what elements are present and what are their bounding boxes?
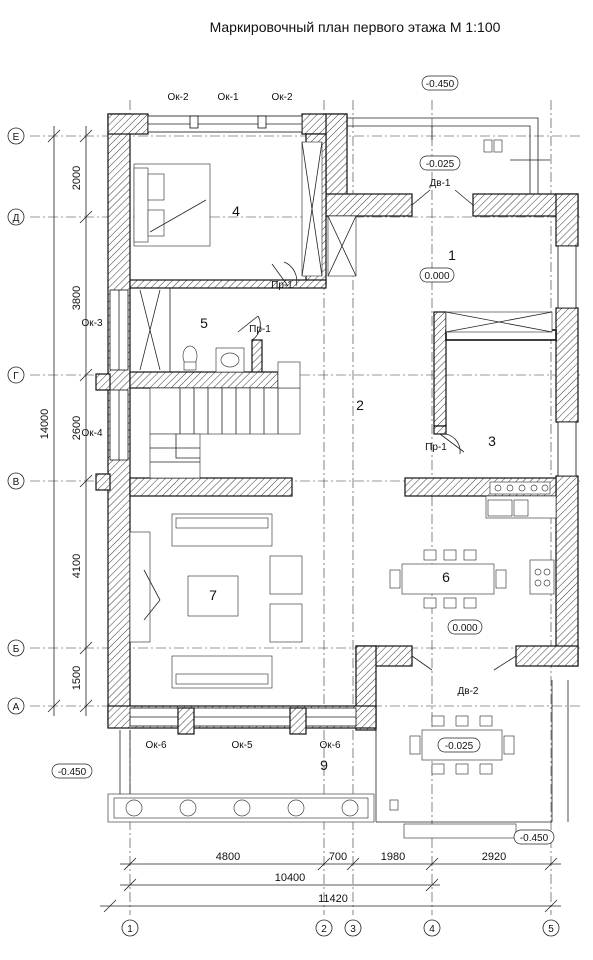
svg-text:10400: 10400 xyxy=(275,872,306,884)
toilet-icon xyxy=(182,345,198,371)
window-label-ok2-right: Ок-2 xyxy=(271,92,292,103)
window-label-ok2-left: Ок-2 xyxy=(167,92,188,103)
room-label-6: 6 xyxy=(442,569,450,585)
shower-partition xyxy=(139,288,171,372)
svg-text:14000: 14000 xyxy=(39,409,51,440)
svg-text:Д: Д xyxy=(13,213,20,224)
axis-marker-G: Г xyxy=(7,366,25,384)
plan-title: Маркировочный план первого этажа М 1:100 xyxy=(210,19,501,35)
level-mark-entry-porch: -0.025 xyxy=(419,155,461,171)
svg-text:1: 1 xyxy=(127,924,133,935)
svg-text:А: А xyxy=(13,702,20,713)
closet-niche xyxy=(327,215,357,277)
svg-text:Г: Г xyxy=(13,371,19,382)
axis-marker-1: 1 xyxy=(121,919,139,937)
svg-text:4100: 4100 xyxy=(71,554,83,578)
dining-table-icon xyxy=(389,549,507,609)
door-label-pr1-room3: Пр-1 xyxy=(425,442,447,453)
svg-text:-0.450: -0.450 xyxy=(520,833,549,844)
svg-text:1500: 1500 xyxy=(71,666,83,690)
staircase xyxy=(149,361,301,479)
svg-text:3: 3 xyxy=(350,924,356,935)
door-label-pr1-bedroom: Пр-1 xyxy=(271,280,293,291)
axis-marker-4: 4 xyxy=(423,919,441,937)
window-label-ok6-right: Ок-6 xyxy=(319,740,340,751)
svg-text:3800: 3800 xyxy=(71,286,83,310)
axis-marker-E: Е xyxy=(7,127,25,145)
svg-text:2000: 2000 xyxy=(71,166,83,190)
room-label-9: 9 xyxy=(320,757,328,773)
axis-marker-V: В xyxy=(7,472,25,490)
svg-text:-0.025: -0.025 xyxy=(445,741,474,752)
level-mark-room1: 0.000 xyxy=(419,267,455,283)
svg-text:5: 5 xyxy=(548,924,554,935)
svg-text:Е: Е xyxy=(13,132,20,143)
window-label-ok5: Ок-5 xyxy=(231,740,252,751)
wardrobe-room3 xyxy=(445,311,553,333)
window-label-ok6-left: Ок-6 xyxy=(145,740,166,751)
level-mark-top-outside: -0.450 xyxy=(421,75,459,91)
svg-text:-0.450: -0.450 xyxy=(58,767,87,778)
svg-text:4: 4 xyxy=(429,924,435,935)
svg-text:0.000: 0.000 xyxy=(452,623,477,634)
svg-text:4800: 4800 xyxy=(216,851,240,863)
left-dimension-chain: 2000 3800 2600 4100 1500 14000 xyxy=(39,126,93,716)
interior-walls xyxy=(95,133,557,497)
svg-text:-0.025: -0.025 xyxy=(426,159,455,170)
left-outside-stair xyxy=(119,730,131,794)
svg-text:700: 700 xyxy=(329,851,347,863)
window-label-ok4: Ок-4 xyxy=(81,428,102,439)
svg-text:Б: Б xyxy=(13,644,20,655)
level-mark-terrace: -0.025 xyxy=(437,737,481,753)
terrace xyxy=(375,680,569,839)
svg-text:2: 2 xyxy=(321,924,327,935)
room-label-5: 5 xyxy=(200,315,208,331)
axis-marker-D: Д xyxy=(7,208,25,226)
svg-text:2920: 2920 xyxy=(482,851,506,863)
wardrobe-room4 xyxy=(301,141,323,277)
svg-text:0.000: 0.000 xyxy=(424,271,449,282)
axis-marker-3: 3 xyxy=(344,919,362,937)
door-label-dv1: Дв-1 xyxy=(430,178,451,189)
room-label-2: 2 xyxy=(356,397,364,413)
axis-marker-B: Б xyxy=(7,639,25,657)
doors xyxy=(237,189,517,671)
sink-icon xyxy=(215,347,245,373)
svg-text:1980: 1980 xyxy=(381,851,405,863)
svg-text:11420: 11420 xyxy=(318,893,348,905)
axis-marker-5: 5 xyxy=(542,919,560,937)
door-label-dv2: Дв-2 xyxy=(458,686,479,697)
room-label-1: 1 xyxy=(448,247,456,263)
planter-box xyxy=(107,793,375,823)
window-openings xyxy=(109,115,577,735)
svg-text:-0.450: -0.450 xyxy=(426,79,455,90)
bottom-dimension-chain: 4800 700 1980 2920 10400 11420 xyxy=(100,851,561,913)
svg-text:В: В xyxy=(13,477,20,488)
svg-text:2600: 2600 xyxy=(71,416,83,440)
room-label-4: 4 xyxy=(232,203,240,219)
door-label-pr1-bath: Пр-1 xyxy=(249,324,271,335)
axis-marker-A: А xyxy=(7,697,25,715)
level-mark-left-outside: -0.450 xyxy=(51,763,93,779)
room-label-7: 7 xyxy=(209,587,217,603)
axis-marker-2: 2 xyxy=(315,919,333,937)
bed-icon xyxy=(133,163,211,247)
entry-porch xyxy=(347,117,550,194)
room-label-3: 3 xyxy=(488,433,496,449)
window-label-ok3: Ок-3 xyxy=(81,318,102,329)
kitchen-counter xyxy=(485,481,557,595)
level-mark-bottom-outside: -0.450 xyxy=(513,829,555,845)
level-mark-room6: 0.000 xyxy=(447,619,483,635)
living-room-furniture xyxy=(129,513,303,689)
window-label-ok1: Ок-1 xyxy=(217,92,238,103)
